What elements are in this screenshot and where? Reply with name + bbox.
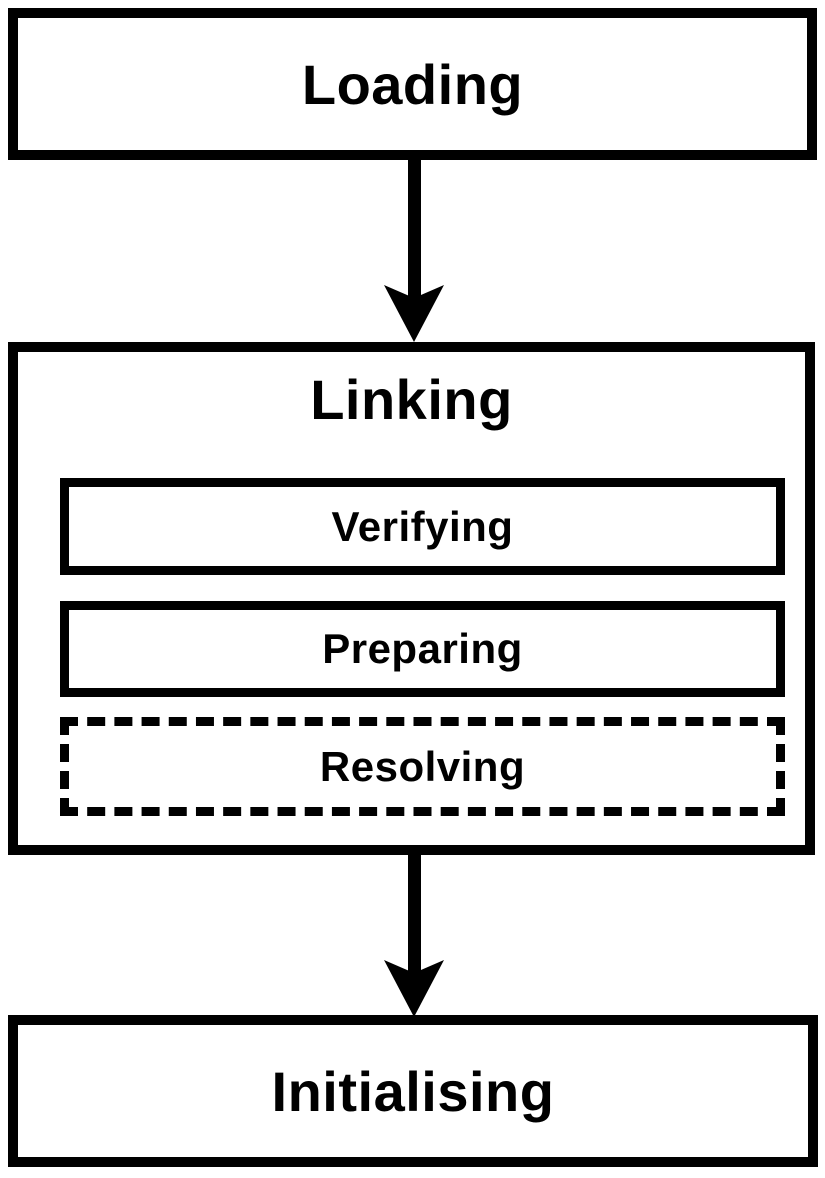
- node-initialising: Initialising: [8, 1015, 818, 1167]
- node-preparing: Preparing: [60, 601, 785, 697]
- node-resolving-label: Resolving: [319, 742, 526, 790]
- node-loading-label: Loading: [301, 52, 524, 116]
- arrow-linking-to-initialising-icon: [384, 853, 444, 1017]
- node-loading: Loading: [8, 8, 817, 160]
- node-initialising-label: Initialising: [271, 1059, 555, 1123]
- node-resolving: Resolving: [60, 717, 785, 816]
- node-verifying: Verifying: [60, 478, 785, 575]
- node-linking: Linking Verifying Preparing Resolving: [8, 342, 815, 855]
- node-verifying-label: Verifying: [331, 502, 514, 550]
- node-preparing-label: Preparing: [322, 625, 523, 672]
- node-linking-label: Linking: [310, 368, 513, 431]
- arrow-loading-to-linking-icon: [384, 158, 444, 342]
